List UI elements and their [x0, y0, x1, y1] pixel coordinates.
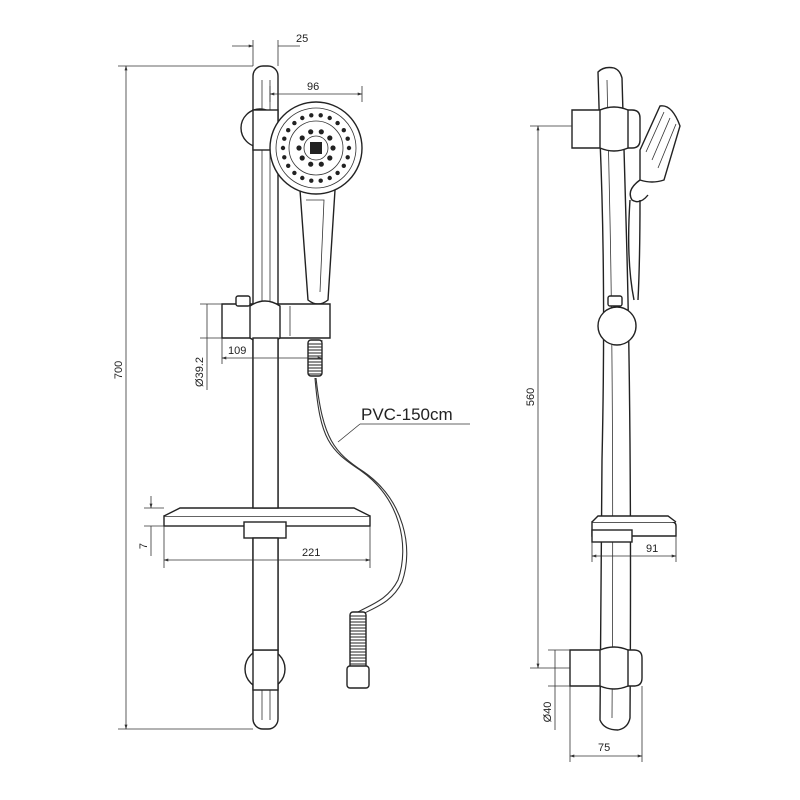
side-view: 560 91 Ø40 75: [525, 66, 681, 762]
dim-label-bracket-diameter: Ø40: [542, 702, 554, 723]
hose-callout: PVC-150cm: [337, 405, 470, 443]
side-sliding-holder: [597, 295, 637, 346]
dim-dish-thickness: 7: [138, 496, 164, 556]
dim-label-dish-width: 221: [302, 547, 320, 559]
side-shower-head: [627, 105, 681, 301]
dim-dish-width: 221: [163, 526, 371, 568]
dim-label-bracket-depth: 75: [598, 742, 610, 754]
dim-label-holder-projection: 109: [228, 345, 246, 357]
dim-bar-offset: 25: [232, 33, 308, 66]
dim-bracket-depth: 75: [569, 686, 643, 762]
side-slide-bar: [597, 66, 632, 731]
dim-label-head-width: 96: [307, 81, 319, 93]
dim-label-bracket-spacing: 560: [525, 388, 537, 406]
dim-holder-projection: 109: [221, 338, 323, 364]
dim-label-total-height: 700: [113, 361, 125, 379]
dim-label-holder-diameter: Ø39.2: [194, 357, 206, 387]
hose: [314, 377, 404, 613]
dim-dish-depth: 91: [591, 536, 677, 562]
dim-head-width: 96: [269, 81, 363, 102]
dim-label-dish-thickness: 7: [138, 543, 150, 549]
hand-shower-handle: [299, 189, 336, 305]
front-view: 25 96 700 Ø39.2 109: [113, 33, 470, 730]
hose-callout-label: PVC-150cm: [361, 405, 453, 424]
dim-label-dish-depth: 91: [646, 543, 658, 555]
soap-dish: [163, 507, 371, 539]
side-soap-dish: [591, 515, 677, 543]
dim-holder-diameter: Ø39.2: [194, 303, 222, 390]
dim-label-bar-offset: 25: [296, 33, 308, 45]
side-top-bracket: [571, 106, 641, 152]
dim-total-height: 700: [113, 65, 253, 730]
dim-bracket-diameter: Ø40: [542, 649, 570, 730]
dim-bracket-spacing: 560: [525, 125, 572, 669]
hose-end-connector: [346, 611, 370, 689]
side-bottom-bracket: [569, 646, 643, 690]
hand-shower-head: [269, 101, 363, 195]
